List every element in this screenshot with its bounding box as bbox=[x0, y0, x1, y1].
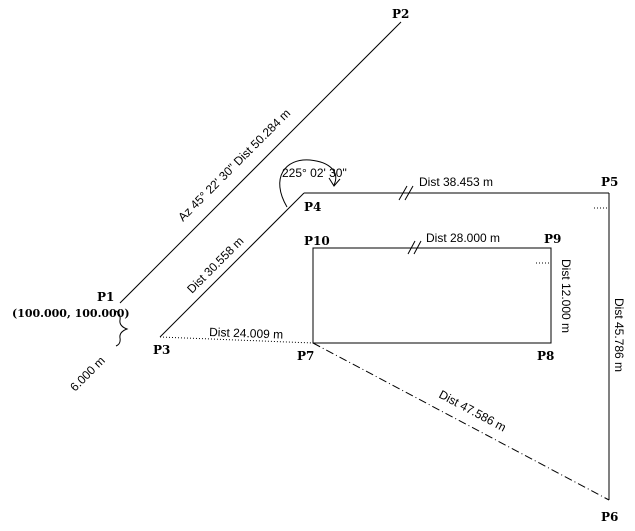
label-p10: P10 bbox=[304, 234, 330, 248]
measure-p10-p9: Dist 28.000 m bbox=[426, 231, 500, 245]
label-p1: P1 bbox=[97, 290, 114, 304]
line-p3-p4 bbox=[159, 192, 305, 338]
measure-offset: 6.000 m bbox=[67, 354, 108, 395]
label-p9: P9 bbox=[544, 232, 561, 246]
measure-p9-p8: Dist 12.000 m bbox=[559, 259, 573, 333]
label-p7: P7 bbox=[297, 349, 314, 363]
measure-p4-p5: Dist 38.453 m bbox=[419, 175, 493, 189]
measure-p3-p4: Dist 30.558 m bbox=[184, 234, 246, 296]
measure-p3-p7: Dist 24.009 m bbox=[209, 325, 283, 342]
label-p6: P6 bbox=[601, 510, 618, 524]
label-p2: P2 bbox=[392, 7, 409, 21]
angle-arrowhead bbox=[328, 177, 341, 187]
label-p1-coordinates: (100.000, 100.000) bbox=[12, 307, 130, 320]
measure-p1-p2: Az 45° 22' 30" Dist 50.284 m bbox=[175, 106, 293, 224]
angle-arc-p4 bbox=[279, 159, 337, 208]
tick-p4-p5-b bbox=[404, 185, 414, 201]
label-p4: P4 bbox=[304, 200, 321, 214]
label-p5: P5 bbox=[601, 175, 618, 189]
measure-p5-p6: Dist 45.786 m bbox=[612, 298, 626, 372]
line-p1-p2 bbox=[119, 21, 402, 304]
tick-p10-p9-b bbox=[413, 240, 422, 255]
line-p7-p6 bbox=[312, 342, 610, 501]
measure-angle-p4: 225° 02' 30" bbox=[282, 166, 347, 180]
tick-p4-p5-a bbox=[398, 185, 408, 201]
label-p3: P3 bbox=[153, 343, 170, 357]
building-outline bbox=[312, 247, 552, 344]
label-p8: P8 bbox=[537, 349, 554, 363]
tick-p10-p9-a bbox=[407, 240, 416, 255]
offset-brace bbox=[115, 310, 129, 347]
